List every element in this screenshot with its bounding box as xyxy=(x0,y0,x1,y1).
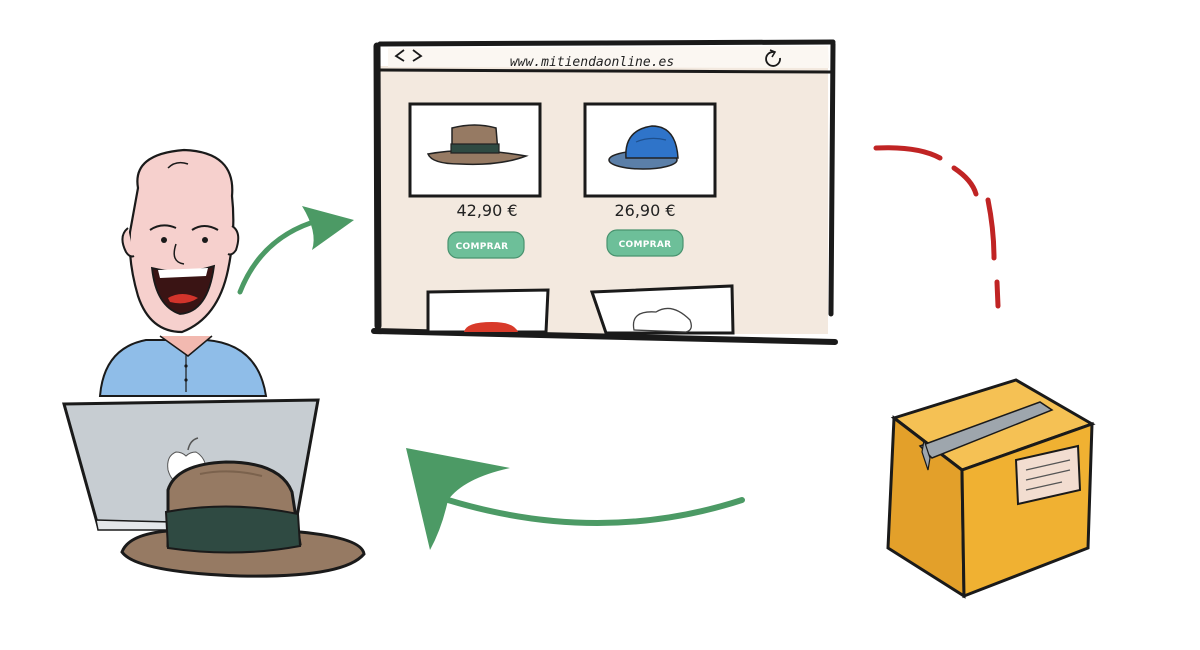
brown-fedora-hat-icon xyxy=(426,124,529,166)
shipping-label xyxy=(1014,444,1082,506)
buy-button-label: COMPRAR xyxy=(456,242,509,252)
address-bar-url[interactable]: www.mitiendaonline.es xyxy=(510,55,674,70)
product-card-partial[interactable] xyxy=(426,288,550,334)
buy-button-label: COMPRAR xyxy=(619,240,672,250)
buy-button[interactable]: COMPRAR xyxy=(606,229,684,257)
arrow-to-customer xyxy=(406,448,745,550)
product-card[interactable]: 42,90 € COMPRAR xyxy=(408,102,542,259)
browser-back-forward-icon[interactable] xyxy=(394,49,423,62)
buy-button[interactable]: COMPRAR xyxy=(447,231,525,259)
product-price: 42,90 € xyxy=(456,201,517,220)
product-card[interactable]: 26,90 € COMPRAR xyxy=(583,102,717,257)
browser-window: www.mitiendaonline.es 42,90 € COMPRAR xyxy=(371,39,838,345)
dashed-arrow-to-package xyxy=(873,145,1001,309)
customer-person xyxy=(98,148,268,397)
red-hat-icon xyxy=(464,322,518,332)
arrow-to-shop xyxy=(237,206,354,295)
product-price: 26,90 € xyxy=(614,201,675,220)
white-hat-icon xyxy=(632,307,692,333)
package-box xyxy=(886,378,1096,599)
product-card-partial[interactable] xyxy=(589,284,735,335)
brown-fedora-hat-icon xyxy=(120,460,366,578)
blue-cap-icon xyxy=(608,125,679,170)
reload-icon[interactable] xyxy=(765,49,781,67)
